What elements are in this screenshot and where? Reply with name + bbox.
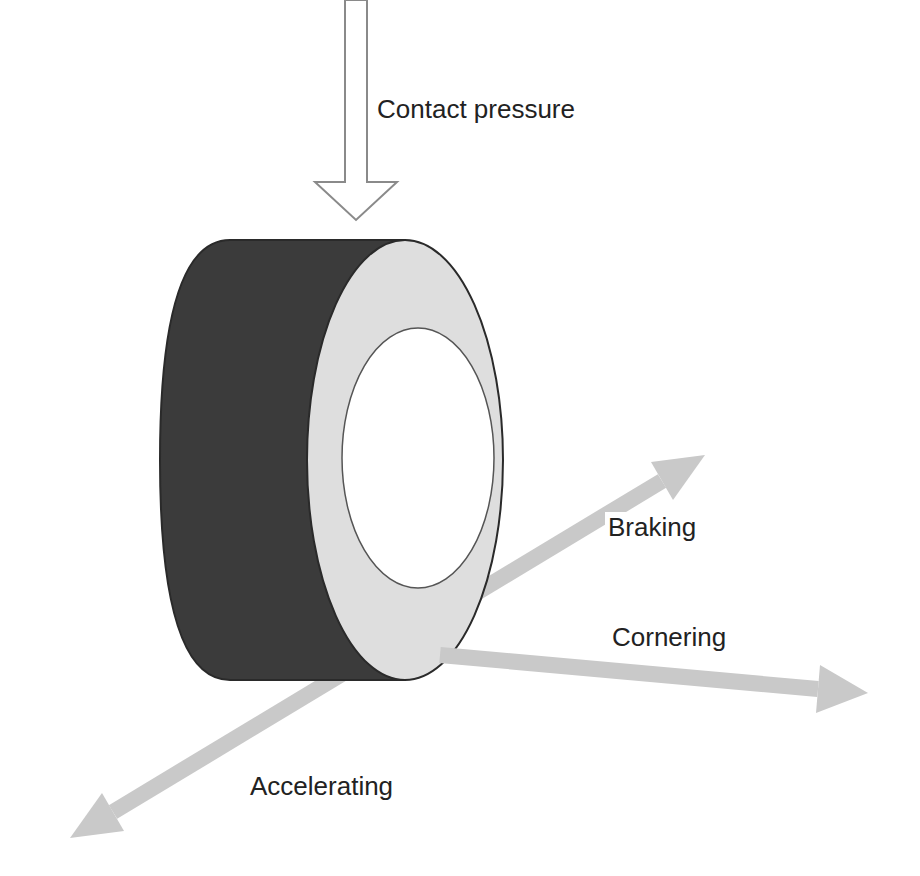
cornering-arrow [440,655,868,713]
force-label: Cornering [609,622,729,653]
force-label: Accelerating [247,771,396,802]
force-label: Braking [605,512,699,543]
force-label: Contact pressure [374,94,578,125]
tire [160,240,503,680]
